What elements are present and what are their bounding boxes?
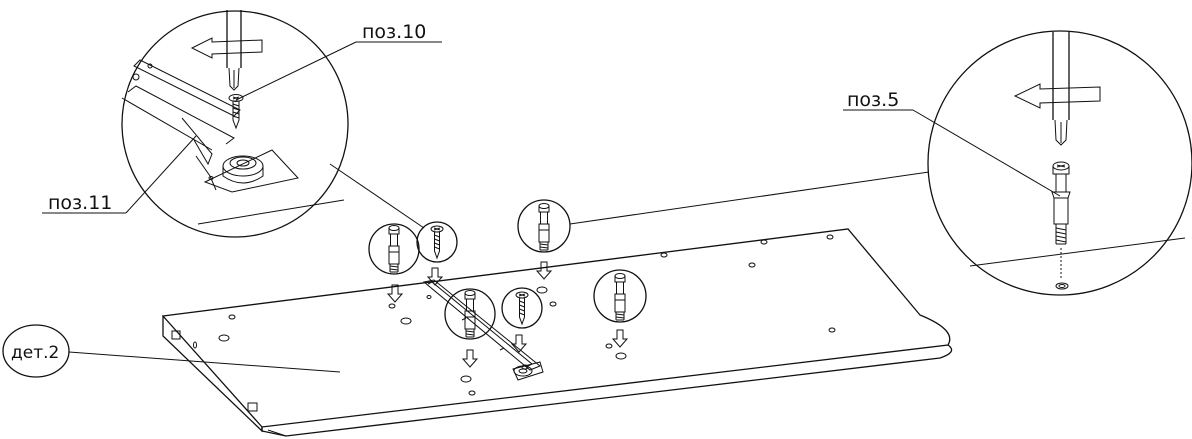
screwdriver-icon <box>1052 32 1070 146</box>
leader-to-left-detail <box>329 163 425 229</box>
rotation-arrow-icon <box>1013 83 1101 109</box>
label-pos-5: поз.5 <box>847 89 899 111</box>
label-part-2: дет.2 <box>11 343 59 363</box>
detail-circle-screw-2 <box>501 287 543 353</box>
detail-circle-screw-1 <box>416 221 458 286</box>
board-holes <box>218 234 836 396</box>
rotation-arrow-icon <box>190 37 263 59</box>
label-pos-10: поз.10 <box>362 21 426 43</box>
label-pos-11: поз.11 <box>48 192 112 214</box>
magnifier-left: поз.10 поз.11 <box>42 10 442 238</box>
wood-screw-icon <box>228 94 244 130</box>
detail-circle-bolt-1 <box>368 223 420 303</box>
cam-bolt-icon <box>1051 161 1071 245</box>
detail-circle-bolt-3 <box>444 288 496 368</box>
board-panel <box>161 228 953 437</box>
detail-circle-bolt-2 <box>517 199 571 280</box>
detail-circle-bolt-4 <box>593 269 647 348</box>
magnifier-right: поз.5 <box>843 30 1192 296</box>
screwdriver-icon <box>226 10 242 91</box>
leader-to-right-detail <box>569 171 930 225</box>
part-label-board: дет.2 <box>2 324 341 378</box>
